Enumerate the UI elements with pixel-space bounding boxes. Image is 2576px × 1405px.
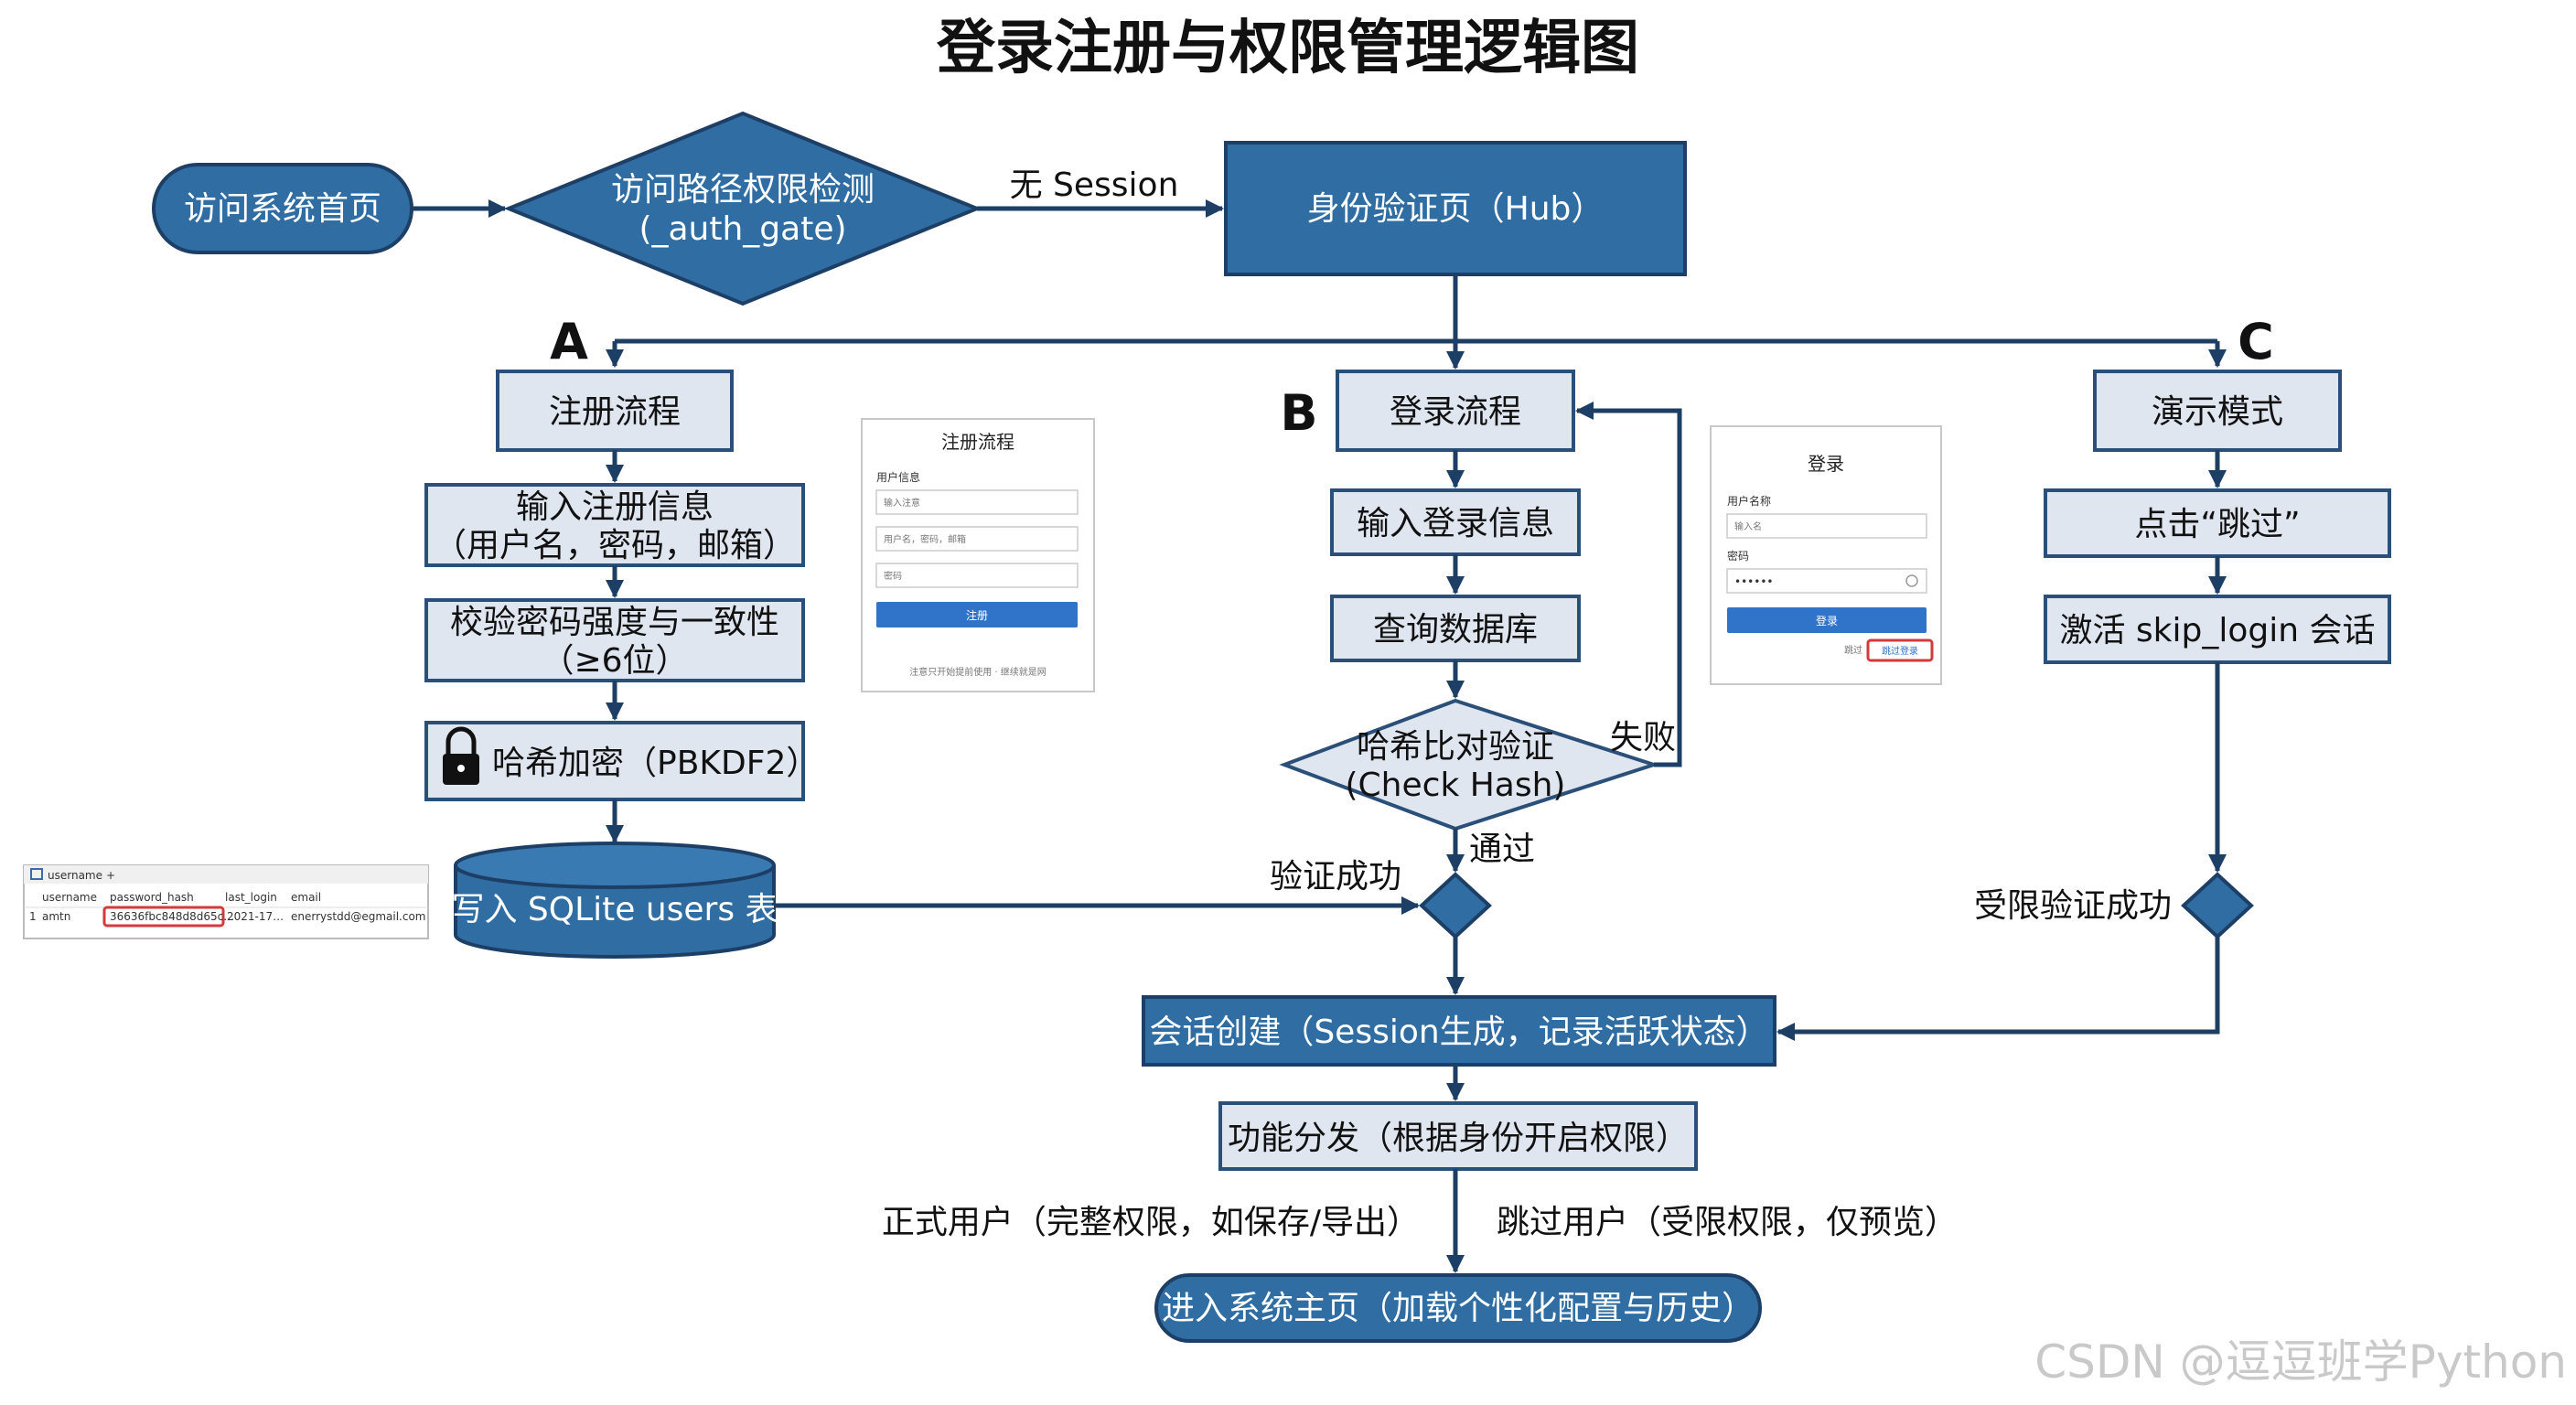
node-hash-compare-label-1: 哈希比对验证 (1357, 728, 1554, 766)
register-field-2[interactable] (875, 526, 1079, 552)
node-auth-gate (503, 111, 982, 306)
db-cell-last-login: 2021-17… (227, 910, 284, 923)
register-form-footer: 注意只开始提前使用 · 继续就是网 (909, 666, 1046, 678)
node-demo-mode-label: 演示模式 (2152, 393, 2283, 431)
login-user-label: 用户名称 (1727, 494, 1771, 508)
node-input-register-label-2: （用户名，密码，邮箱） (434, 527, 796, 564)
edge-restricted-to-session (1776, 937, 2220, 1041)
login-pwd-value: •••••• (1734, 575, 1773, 588)
edge-label-restricted-success: 受限验证成功 (1974, 887, 2172, 925)
node-dispatch-label: 功能分发（根据身份开启权限） (1228, 1120, 1689, 1157)
db-col-password-hash: password_hash (110, 891, 194, 904)
node-check-password-label-1: 校验密码强度与一致性 (450, 604, 779, 641)
node-query-db-label: 查询数据库 (1373, 611, 1538, 649)
edge-label-formal-user: 正式用户（完整权限，如保存/导出） (882, 1204, 1420, 1241)
register-submit-label: 注册 (966, 608, 988, 622)
watermark: CSDN @逗逗班学Python (2034, 1335, 2567, 1389)
register-field-1[interactable] (875, 489, 1079, 515)
node-session-create (1142, 995, 1776, 1067)
node-click-skip (2044, 488, 2391, 558)
db-cell-hash: 36636fbc848d8d65c… (110, 910, 234, 923)
node-session-create-label: 会话创建（Session生成，记录活跃状态） (1149, 1014, 1768, 1051)
node-restricted-success (2181, 872, 2254, 939)
node-input-login (1330, 488, 1581, 556)
edge-label-skip-user: 跳过用户（受限权限，仅预览） (1497, 1204, 1958, 1241)
db-cell-username: amtn (42, 910, 70, 923)
db-col-username: username (42, 891, 97, 904)
edge-label-verify-success: 验证成功 (1270, 858, 1401, 896)
register-form-title: 注册流程 (941, 431, 1014, 453)
register-form-preview: 注册流程 用户信息 输入注意 用户名，密码，邮箱 密码 注册 注意只开始提前使用… (861, 418, 1095, 692)
register-form-section: 用户信息 (876, 470, 920, 484)
register-field-1-placeholder: 输入注意 (884, 497, 920, 509)
login-submit-button[interactable] (1727, 607, 1927, 633)
eye-icon[interactable] (1905, 574, 1918, 587)
node-enter-home (1154, 1273, 1762, 1343)
node-hub-label: 身份验证页（Hub） (1307, 190, 1605, 228)
register-field-3-placeholder: 密码 (884, 570, 902, 582)
node-input-register (424, 483, 805, 567)
node-visit-home-label: 访问系统首页 (184, 190, 381, 228)
node-hash-compare-label-2: (Check Hash) (1346, 767, 1566, 804)
node-write-db (454, 842, 776, 959)
edge-label-no-session: 无 Session (1010, 166, 1179, 204)
login-pwd-label: 密码 (1727, 549, 1749, 563)
node-auth-gate-label-1: 访问路径权限检测 (611, 171, 875, 209)
node-check-password (424, 598, 805, 682)
diagram-title: 登录注册与权限管理逻辑图 (936, 15, 1639, 82)
node-query-db (1330, 595, 1581, 662)
section-label-a: A (550, 313, 588, 370)
section-label-b: B (1280, 384, 1317, 442)
node-hash-encrypt-label: 哈希加密（PBKDF2） (492, 745, 819, 782)
login-user-input[interactable] (1726, 513, 1927, 539)
node-hash-encrypt (424, 721, 805, 801)
section-label-c: C (2238, 313, 2274, 370)
db-table-preview: username + username password_hash last_l… (23, 864, 429, 939)
node-input-register-label-1: 输入注册信息 (516, 488, 714, 526)
lock-icon (443, 726, 479, 785)
edge-fail-loop (1575, 402, 1682, 767)
db-col-last-login: last_login (225, 891, 277, 904)
db-col-email: email (291, 891, 321, 904)
node-verify-success (1419, 872, 1492, 939)
login-skip-link[interactable]: 跳过登录 (1882, 645, 1918, 657)
node-activate-skip-label: 激活 skip_login 会话 (2059, 612, 2375, 649)
node-register-flow (496, 370, 734, 452)
login-form-preview: 登录 用户名称 输入名 密码 •••••• 登录 跳过 跳过登录 (1710, 425, 1942, 685)
node-input-login-label: 输入登录信息 (1357, 505, 1554, 542)
login-skip-prefix: 跳过 (1844, 644, 1862, 656)
node-activate-skip (2044, 595, 2391, 664)
node-click-skip-label: 点击“跳过” (2134, 506, 2300, 543)
db-cell-email: enerrystdd@egmail.com (291, 910, 425, 923)
node-dispatch (1218, 1101, 1698, 1171)
table-icon (30, 868, 43, 880)
db-tab-add-icon[interactable]: + (106, 869, 115, 882)
node-login-flow-label: 登录流程 (1390, 393, 1521, 431)
edge-label-pass: 通过 (1469, 831, 1535, 868)
db-cell-highlight (102, 906, 225, 928)
login-submit-label: 登录 (1816, 614, 1838, 627)
db-tab[interactable]: username (48, 869, 102, 882)
register-submit-button[interactable] (876, 602, 1078, 627)
login-skip-highlight (1866, 638, 1934, 662)
db-row-num: 1 (29, 910, 37, 923)
node-auth-gate-label-2: (_auth_gate) (639, 210, 846, 248)
login-pwd-input[interactable] (1726, 568, 1927, 594)
node-register-flow-label: 注册流程 (549, 393, 681, 431)
login-form-title: 登录 (1808, 453, 1844, 475)
register-field-2-placeholder: 用户名，密码，邮箱 (884, 533, 966, 545)
node-check-password-label-2: （≥6位） (541, 642, 688, 680)
node-enter-home-label: 进入系统主页（加载个性化配置与历史） (1162, 1290, 1755, 1327)
node-write-db-label: 写入 SQLite users 表 (451, 891, 778, 928)
node-login-flow (1336, 370, 1575, 452)
edge-label-fail: 失败 (1610, 719, 1676, 756)
register-field-3[interactable] (875, 563, 1079, 588)
node-hub (1224, 141, 1687, 276)
login-user-placeholder: 输入名 (1734, 520, 1762, 532)
